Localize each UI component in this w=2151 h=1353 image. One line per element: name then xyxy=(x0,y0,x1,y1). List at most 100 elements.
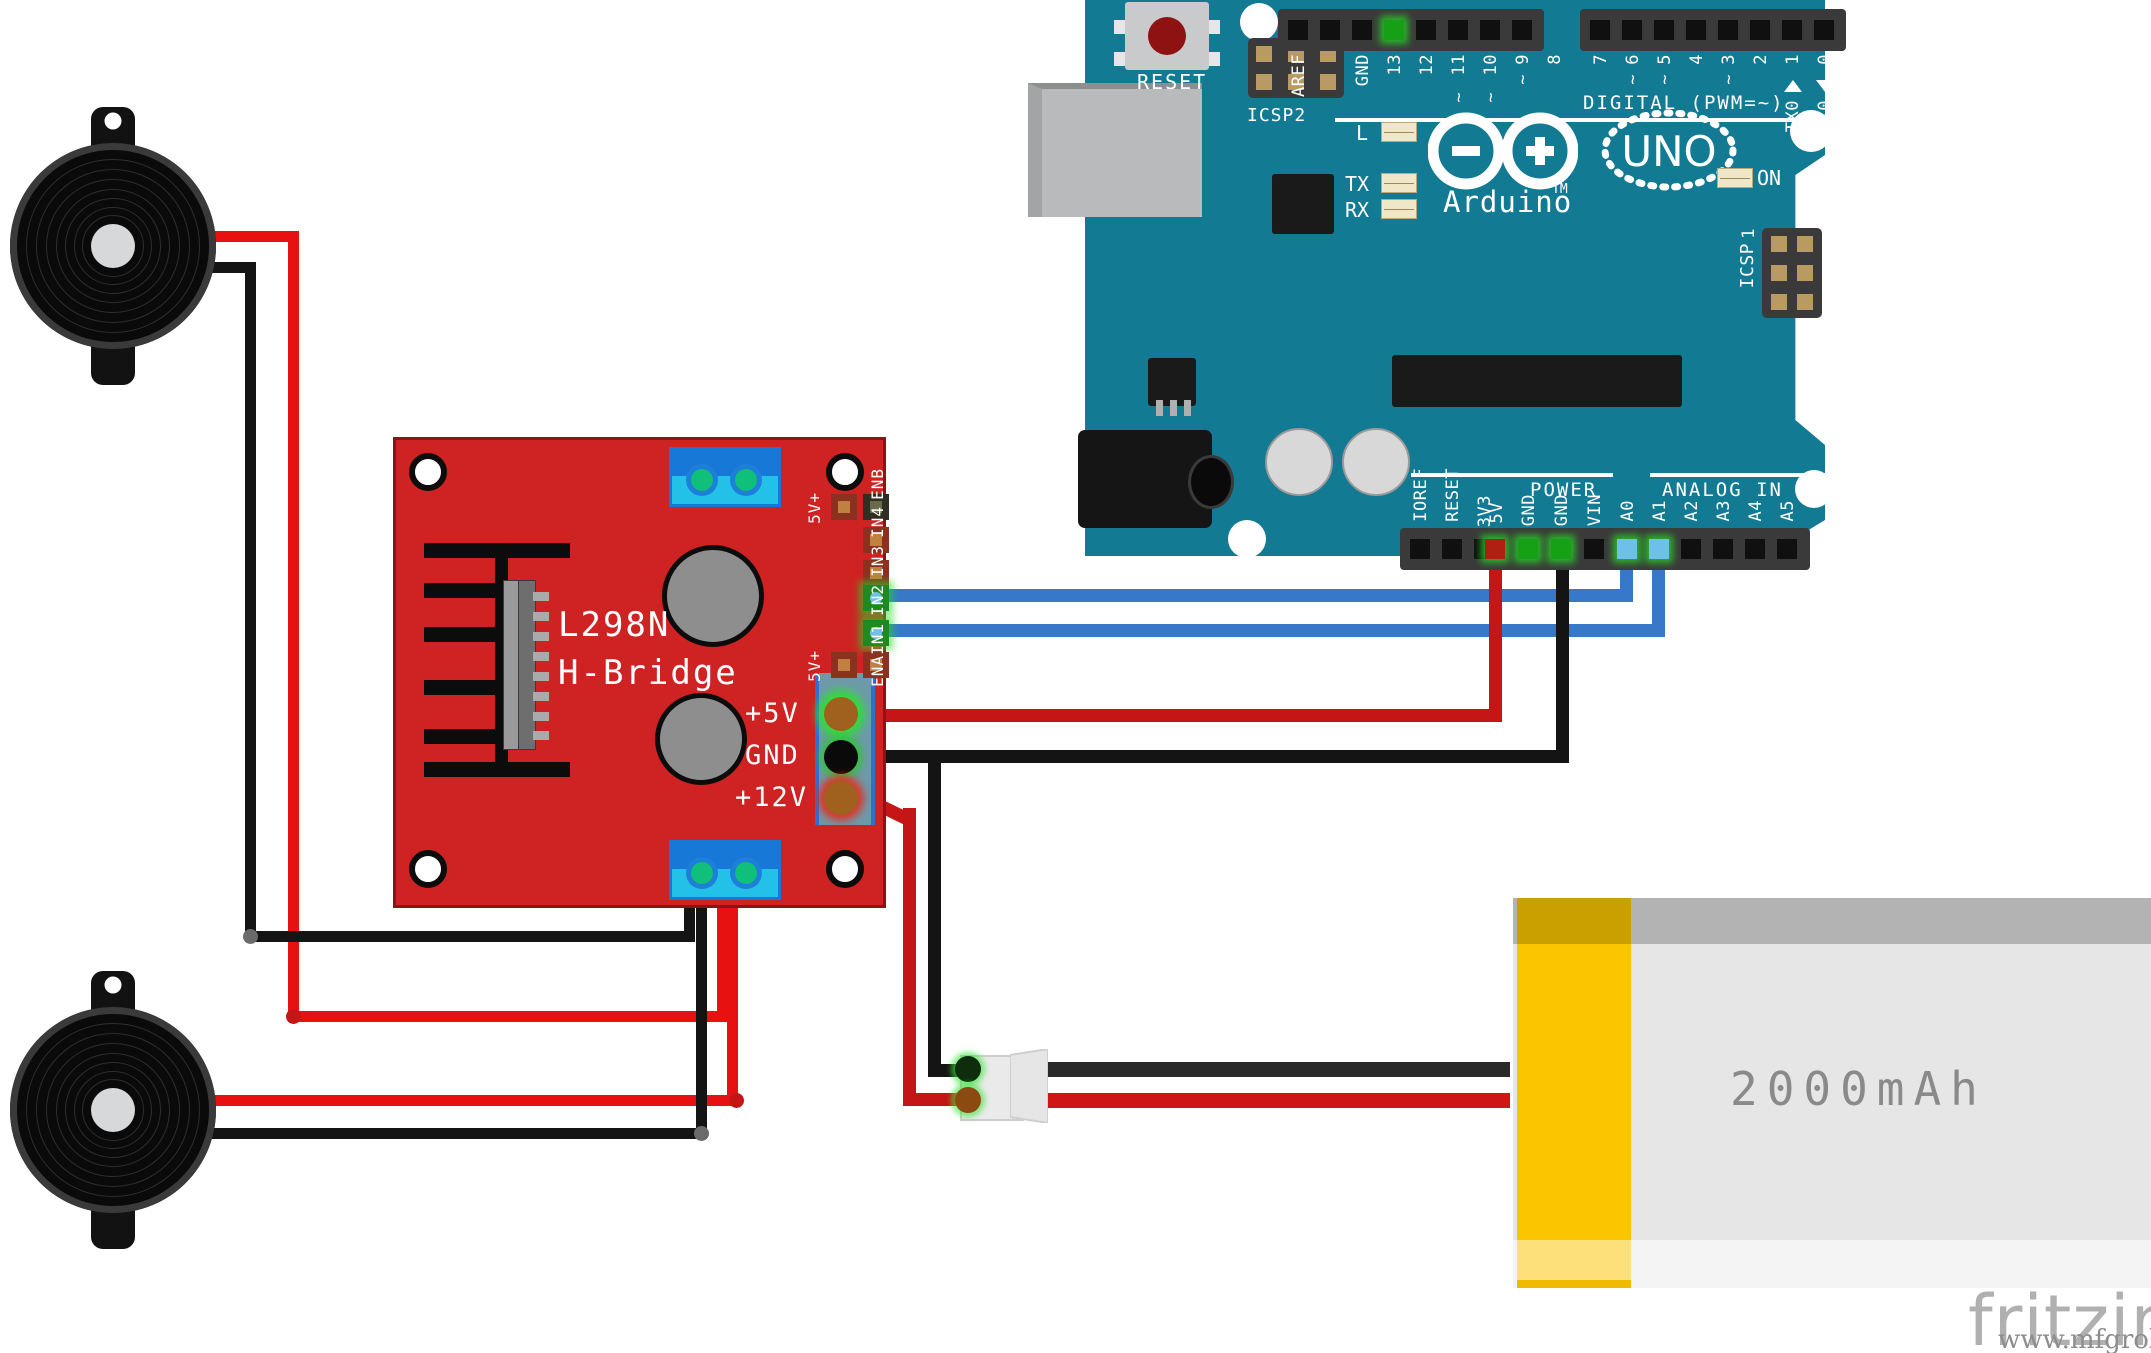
led-on xyxy=(1717,168,1753,188)
l298n-pin-label-5v-top: 5V+ xyxy=(805,492,824,524)
l298n-capacitor-top xyxy=(662,545,764,647)
l298n-pin-5v-top[interactable] xyxy=(831,494,857,520)
digital-pin-label-rx0: RX0 xyxy=(1815,100,1835,133)
wire-l298n-gnd-to-arduino-gnd-h xyxy=(855,750,1568,763)
arduino-trademark: TM xyxy=(1552,182,1568,197)
usb-connector xyxy=(1028,83,1202,217)
terminal-screw-1[interactable] xyxy=(686,464,718,496)
l298n-motor-terminal-top[interactable] xyxy=(669,447,781,507)
terminal-screw-2[interactable] xyxy=(730,464,762,496)
wire-in1-to-a1-h xyxy=(872,624,1664,637)
l298n-mounting-hole-tr xyxy=(826,453,864,491)
digital-header-right[interactable] xyxy=(1580,9,1846,51)
heatsink-fin-1 xyxy=(424,583,509,598)
l298n-pin-ena[interactable] xyxy=(863,652,889,678)
led-rx xyxy=(1381,199,1417,219)
wire-l298n-12v-h xyxy=(903,1093,958,1106)
digital-pin-label-12: 12 xyxy=(1417,54,1437,76)
battery-capacity-label: 2000mAh xyxy=(1730,1062,1987,1116)
buzzer-mount-hole-top xyxy=(104,112,122,130)
digital-header-left[interactable] xyxy=(1278,9,1544,51)
silkscreen-line-power xyxy=(1411,473,1613,477)
terminal-label-gnd: GND xyxy=(745,740,800,771)
mounting-hole-right xyxy=(1790,110,1832,152)
electrolytic-cap-2 xyxy=(1342,428,1410,496)
l298n-pin-in3[interactable] xyxy=(863,560,889,586)
rx0-arrow-icon xyxy=(1816,80,1834,92)
jst-pin-negative[interactable] xyxy=(955,1056,981,1082)
wire-cap-buzzer1-red xyxy=(286,1009,301,1024)
reset-button[interactable] xyxy=(1125,2,1209,70)
terminal-screw-3[interactable] xyxy=(686,857,718,889)
wire-buzzer1-black-h1 xyxy=(207,262,255,273)
l298n-pin-in4[interactable] xyxy=(863,527,889,553)
l298n-title-line2: H-Bridge xyxy=(558,653,738,693)
analog-pin-label-a4: A4 xyxy=(1746,500,1766,522)
power-pin-5v[interactable] xyxy=(1485,539,1505,559)
heatsink-fin-3 xyxy=(424,680,509,695)
buzzer-mount-hole-top xyxy=(104,976,122,994)
l298n-pin-label-in4: IN4 xyxy=(868,506,887,538)
digital-pin-pwm-5: ~ xyxy=(1655,74,1675,85)
digital-pin-label-3: 3 xyxy=(1719,54,1739,65)
l298n-ic-dark xyxy=(518,580,536,750)
terminal-gnd-screw[interactable] xyxy=(824,740,858,774)
analog-pin-label-a2: A2 xyxy=(1682,500,1702,522)
silkscreen-line-top xyxy=(1335,118,1832,122)
terminal-5v-screw[interactable] xyxy=(824,697,858,731)
wire-buzzer2-black-h1 xyxy=(207,1128,707,1139)
wire-cap-buzzer2-red xyxy=(729,1093,744,1108)
icsp2-label: ICSP2 xyxy=(1247,105,1307,126)
l298n-pin-label-in2: IN2 xyxy=(868,584,887,616)
terminal-screw-4[interactable] xyxy=(730,857,762,889)
silkscreen-line-analog xyxy=(1650,473,1830,477)
led-l xyxy=(1381,122,1417,142)
analog-pin-a0[interactable] xyxy=(1617,539,1637,559)
piezo-buzzer-top[interactable] xyxy=(10,107,216,385)
icsp-header[interactable] xyxy=(1762,228,1822,318)
l298n-pin-enb[interactable] xyxy=(863,494,889,520)
led-label-rx: RX xyxy=(1345,198,1370,222)
l298n-pin-5v-bottom[interactable] xyxy=(831,652,857,678)
terminal-12v-screw[interactable] xyxy=(824,781,858,815)
l298n-mounting-hole-bl xyxy=(409,850,447,888)
analog-pin-label-a3: A3 xyxy=(1714,500,1734,522)
wire-l298n-gnd-to-arduino-gnd-v xyxy=(1556,545,1569,763)
power-header-label: POWER xyxy=(1530,479,1598,501)
digital-pin-pwm-6: ~ xyxy=(1623,74,1643,85)
digital-pin-pwm-11: ~ xyxy=(1449,92,1469,103)
power-pin-label-5v: 5V xyxy=(1487,502,1507,524)
bootloader-chip xyxy=(1392,355,1682,407)
buzzer-body xyxy=(10,1007,216,1213)
l298n-pin-in2[interactable] xyxy=(863,585,889,611)
regulator-leg-2 xyxy=(1170,400,1177,416)
digital-pin-label-7: 7 xyxy=(1591,54,1611,65)
digital-pin-label-aref: AREF xyxy=(1289,54,1309,97)
l298n-pin-label-in3: IN3 xyxy=(868,545,887,577)
digital-pin-gnd[interactable] xyxy=(1384,20,1404,40)
power-pin-gnd-1[interactable] xyxy=(1518,539,1538,559)
l298n-module[interactable] xyxy=(393,437,886,908)
piezo-buzzer-bottom[interactable] xyxy=(10,971,216,1249)
power-pin-label-ioref: IOREF xyxy=(1411,468,1431,522)
led-label-l: L xyxy=(1356,121,1369,145)
mounting-hole-top-left xyxy=(1240,3,1278,41)
reset-button-dot xyxy=(1148,17,1186,55)
led-label-tx: TX xyxy=(1345,172,1370,196)
regulator-leg-1 xyxy=(1156,400,1163,416)
power-pin-gnd-2[interactable] xyxy=(1551,539,1571,559)
jst-pin-positive[interactable] xyxy=(955,1087,981,1113)
jst-connector-shape xyxy=(1010,1049,1048,1123)
analog-pin-label-a1: A1 xyxy=(1650,500,1670,522)
power-pin-label-reset: RESET xyxy=(1443,468,1463,522)
analog-pin-a1[interactable] xyxy=(1649,539,1669,559)
digital-pin-label-tx0: TX0 xyxy=(1783,100,1803,133)
l298n-mounting-hole-tl xyxy=(409,453,447,491)
analog-header[interactable] xyxy=(1610,528,1810,570)
on-label: ON xyxy=(1757,166,1782,190)
l298n-pin-in1[interactable] xyxy=(863,620,889,646)
heatsink-fin-2 xyxy=(424,627,509,642)
l298n-motor-terminal-bottom[interactable] xyxy=(669,840,781,900)
l298n-title-line1: L298N xyxy=(558,605,671,645)
power-pin-label-gnd-2: GND xyxy=(1552,494,1572,527)
